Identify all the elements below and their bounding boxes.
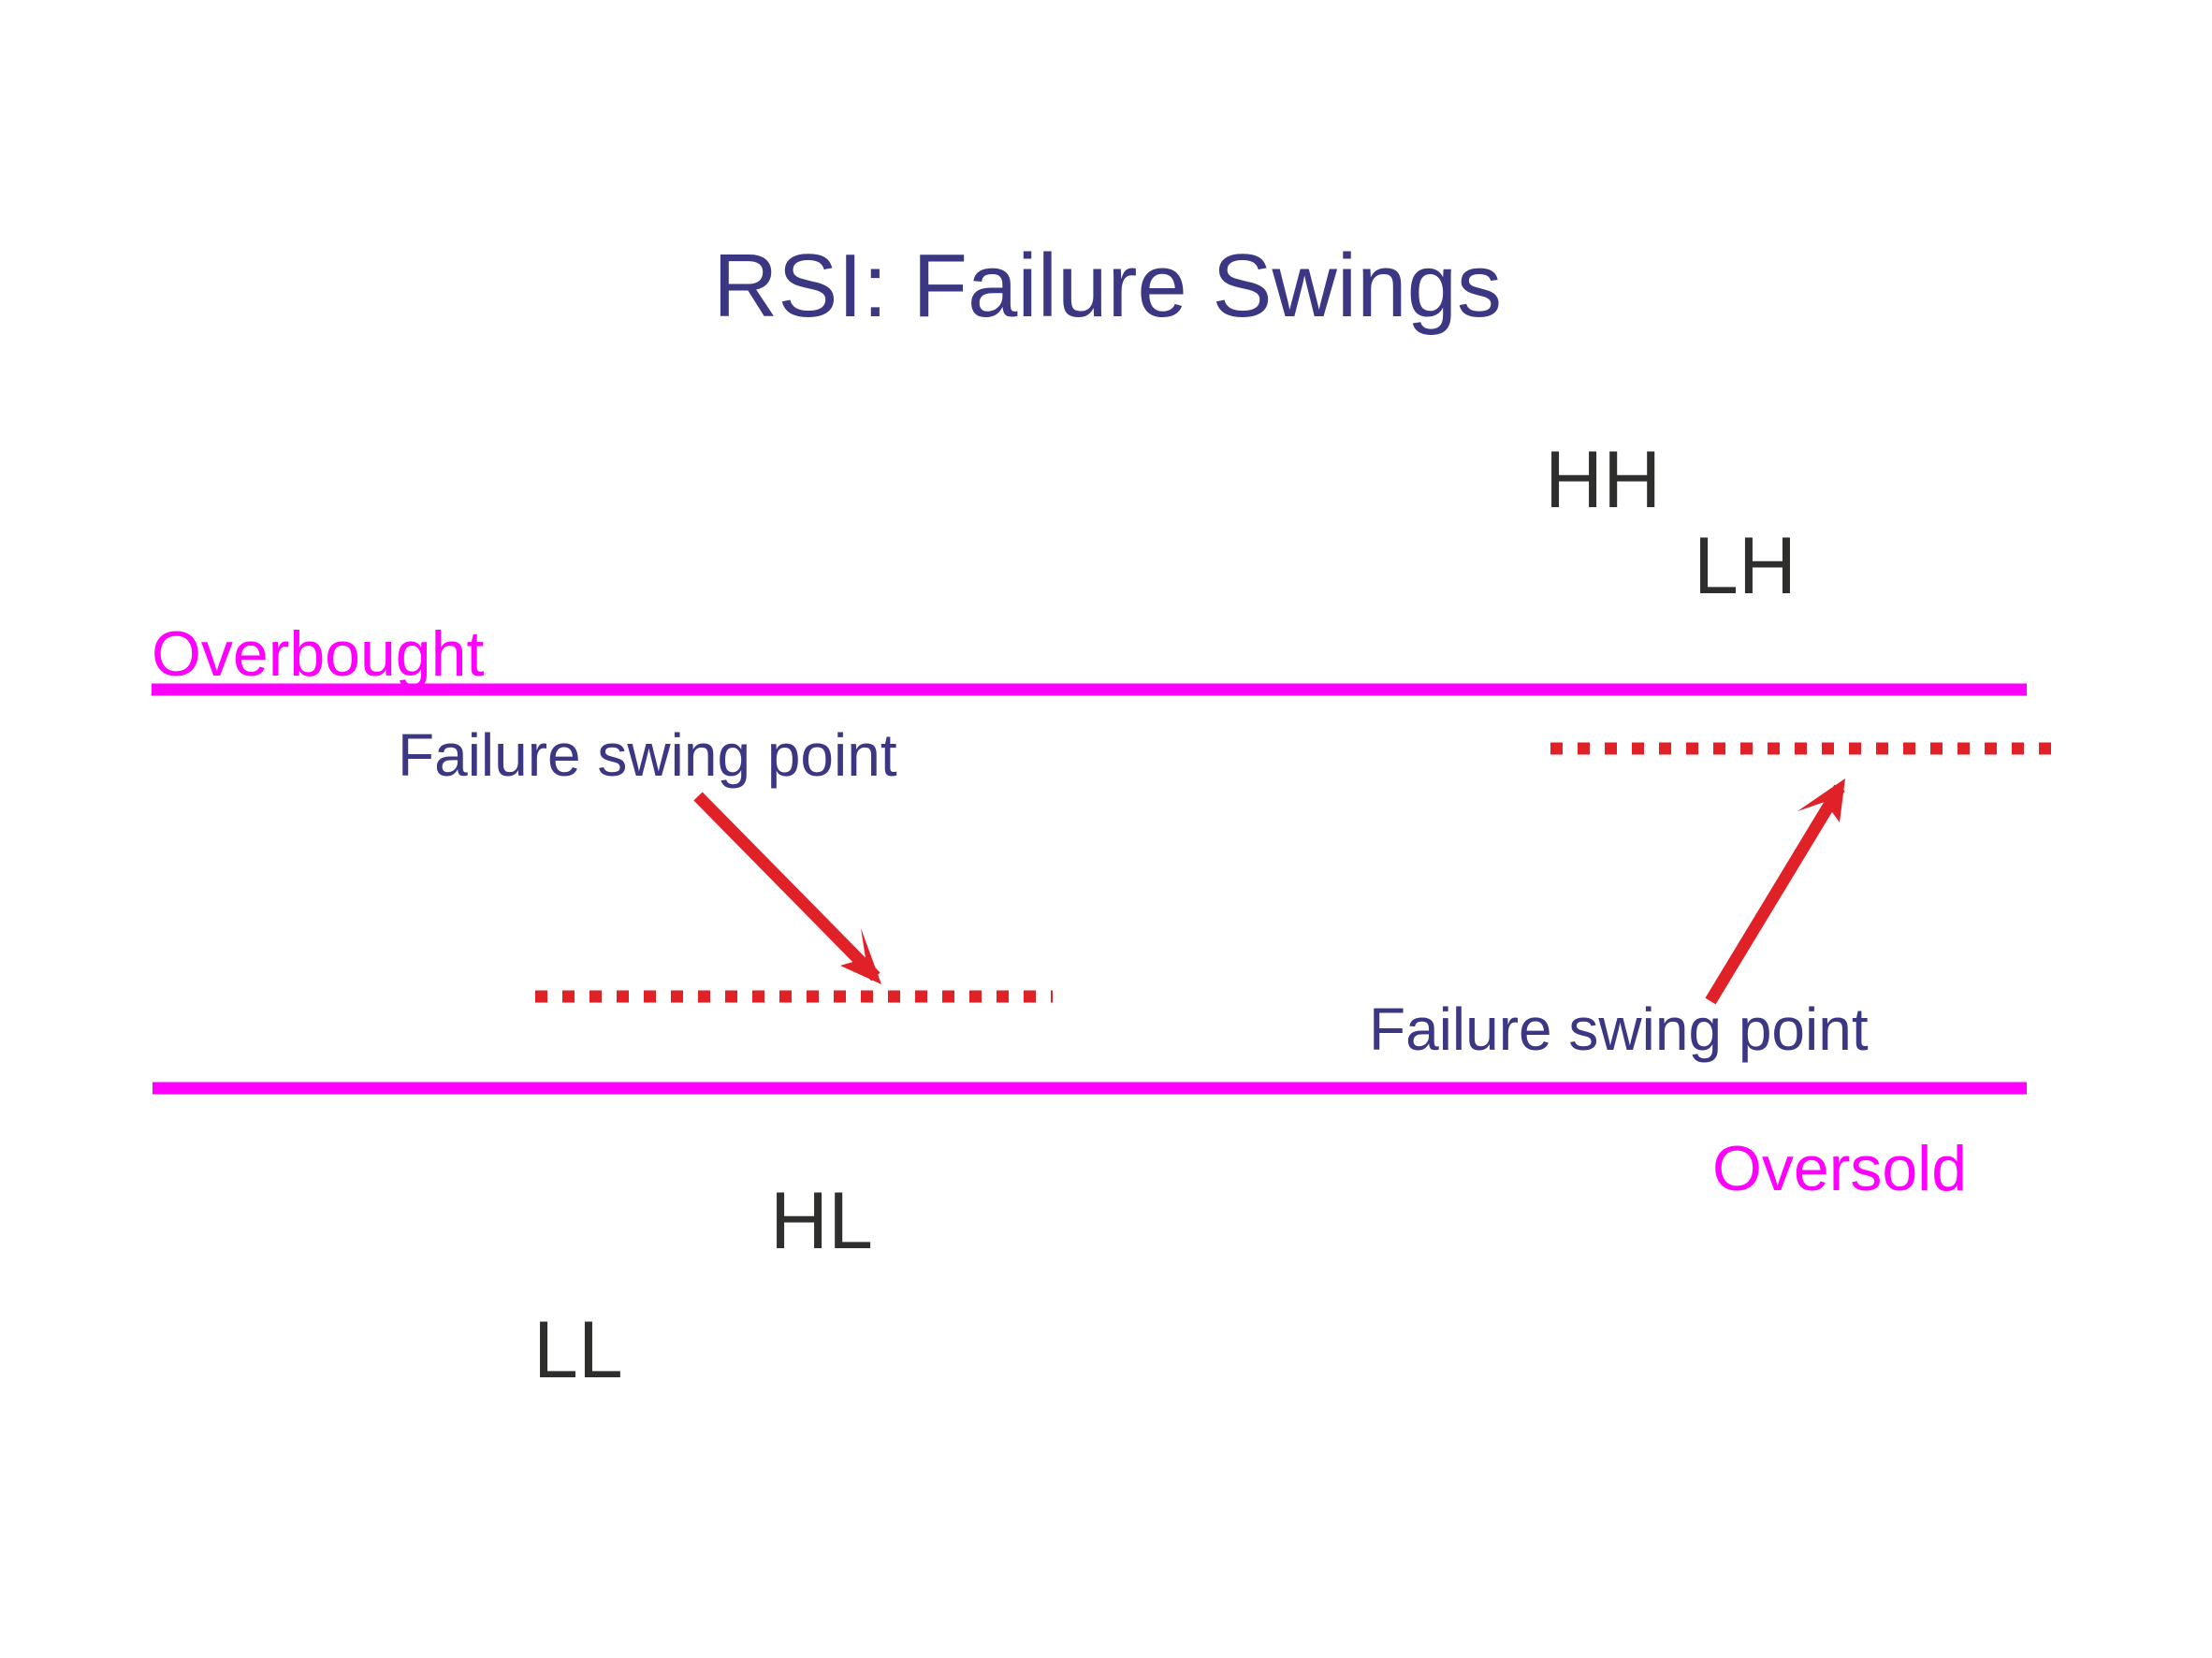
oversold-label: Oversold bbox=[1712, 1133, 1968, 1204]
failure-swing-point-label-right: Failure swing point bbox=[1369, 996, 1869, 1063]
overbought-label: Overbought bbox=[152, 618, 485, 690]
swing-label-lower-low: LL bbox=[533, 1305, 623, 1395]
page-title: RSI: Failure Swings bbox=[713, 236, 1502, 336]
swing-label-higher-low: HL bbox=[770, 1176, 873, 1266]
failure-swing-point-arrow-right bbox=[1705, 778, 1845, 1005]
failure-swing-point-label-left: Failure swing point bbox=[398, 721, 897, 789]
swing-label-higher-high: HH bbox=[1545, 435, 1662, 525]
swing-label-lower-high: LH bbox=[1694, 521, 1797, 611]
failure-swing-point-arrow-left bbox=[693, 792, 881, 984]
